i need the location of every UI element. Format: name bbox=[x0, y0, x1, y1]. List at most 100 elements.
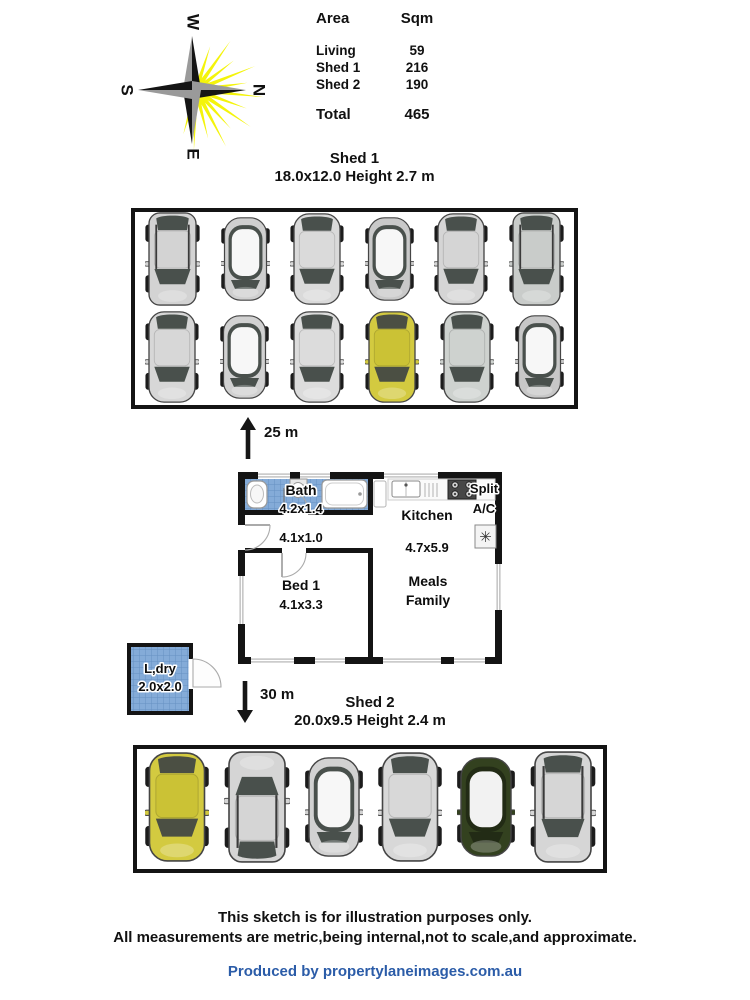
car-slot bbox=[222, 750, 291, 868]
car-slot bbox=[513, 315, 565, 404]
car-top-view bbox=[363, 217, 415, 301]
row-label: Shed 2 bbox=[316, 77, 361, 92]
shed2-name: Shed 2 bbox=[345, 694, 395, 711]
row-label: Shed 1 bbox=[316, 60, 361, 75]
area-row-living: Living 59 bbox=[316, 42, 442, 59]
cupboard-icon bbox=[373, 480, 387, 508]
car-top-view bbox=[513, 315, 565, 399]
meals-label: Meals bbox=[409, 573, 448, 589]
kitchen-label: Kitchen bbox=[401, 507, 452, 523]
row-value: 59 bbox=[409, 43, 425, 58]
area-table: Area Sqm Living 59 Shed 1 216 Shed 2 190… bbox=[316, 10, 442, 123]
split-ac-label-line2: A/C bbox=[473, 501, 496, 516]
car-top-view bbox=[507, 212, 565, 306]
area-row-shed2: Shed 2 190 bbox=[316, 76, 442, 93]
shed1-name: Shed 1 bbox=[329, 150, 380, 167]
car-slot bbox=[303, 756, 364, 862]
car-slot bbox=[289, 213, 346, 310]
hall-dims: 4.1x1.0 bbox=[279, 530, 322, 545]
car-slot bbox=[528, 750, 597, 868]
car-slot bbox=[289, 311, 345, 408]
area-col-header: Area bbox=[316, 10, 350, 27]
total-value: 465 bbox=[404, 106, 430, 123]
car-top-view bbox=[144, 212, 202, 306]
kitchen-fixtures: ✳ bbox=[373, 478, 497, 549]
bath-fixtures bbox=[246, 478, 368, 509]
disclaimer-line2: All measurements are metric,being intern… bbox=[113, 929, 637, 946]
shed2-dimensions: 20.0x9.5 Height 2.4 m bbox=[294, 712, 446, 729]
producer-credit: Produced by propertylaneimages.com.au bbox=[227, 963, 523, 980]
area-row-total: Total 465 bbox=[316, 106, 442, 123]
car-top-view bbox=[289, 213, 346, 305]
windows bbox=[238, 472, 502, 664]
up-arrow-icon bbox=[240, 417, 256, 459]
shed1-title: Shed 1 18.0x12.0 Height 2.7 m bbox=[131, 150, 578, 186]
compass-star-icon bbox=[138, 36, 246, 144]
shed1-dimensions: 18.0x12.0 Height 2.7 m bbox=[274, 168, 435, 185]
bath-dims: 4.2x1.4 bbox=[279, 501, 323, 516]
car-slot bbox=[438, 311, 495, 408]
car-top-view bbox=[144, 311, 201, 403]
split-ac-label-line1: Split bbox=[470, 481, 499, 496]
car-top-view bbox=[289, 311, 345, 403]
total-label: Total bbox=[316, 106, 351, 123]
car-top-view bbox=[222, 750, 291, 863]
shed1-car-row-top bbox=[135, 212, 574, 311]
car-top-view bbox=[528, 750, 597, 863]
car-top-view bbox=[303, 756, 364, 857]
shed1-outline bbox=[131, 208, 578, 409]
compass-letter-top: W bbox=[184, 14, 203, 31]
car-top-view bbox=[376, 751, 443, 862]
kitchen-dims: 4.7x5.9 bbox=[405, 540, 448, 555]
car-top-view bbox=[433, 213, 490, 305]
car-slot bbox=[143, 751, 210, 867]
row-value: 190 bbox=[405, 77, 429, 92]
sqm-col-header: Sqm bbox=[400, 10, 434, 27]
car-slot bbox=[376, 751, 443, 867]
car-slot bbox=[144, 212, 202, 311]
bath-label: Bath bbox=[285, 482, 316, 498]
laundry-dims: 2.0x2.0 bbox=[138, 679, 181, 694]
compass-letter-right: N bbox=[250, 84, 269, 96]
shed2-title: Shed 2 20.0x9.5 Height 2.4 m bbox=[133, 694, 607, 730]
laundry-room: L,dry 2.0x2.0 bbox=[127, 643, 222, 715]
laundry-door bbox=[192, 658, 222, 688]
car-top-view bbox=[364, 311, 420, 403]
car-top-view bbox=[455, 756, 516, 857]
car-top-view bbox=[219, 315, 271, 399]
split-ac-symbol: ✳ bbox=[479, 529, 492, 546]
interior-walls bbox=[245, 479, 373, 657]
area-table-header: Area Sqm bbox=[316, 10, 442, 27]
laundry-door-gap bbox=[188, 659, 194, 689]
car-slot bbox=[219, 217, 271, 306]
car-slot bbox=[507, 212, 565, 311]
car-slot bbox=[144, 311, 201, 408]
compass-letter-bottom: E bbox=[184, 148, 203, 159]
compass-letter-left: S bbox=[118, 84, 137, 95]
living-floorplan: ✳ Bath 4.2x1.4 4.1x1.0 Kitchen 4.7x5.9 B… bbox=[238, 472, 502, 664]
shed2-outline bbox=[133, 745, 607, 873]
row-label: Living bbox=[316, 43, 356, 58]
split-ac-unit-icon bbox=[474, 524, 497, 549]
down-arrow-icon bbox=[237, 681, 253, 723]
car-slot bbox=[363, 217, 415, 306]
shed2-distance-label: 30 m bbox=[260, 686, 295, 703]
car-slot bbox=[455, 756, 516, 862]
car-top-view bbox=[438, 311, 495, 403]
exterior-walls bbox=[238, 472, 502, 664]
bathtub-icon bbox=[321, 479, 368, 509]
row-value: 216 bbox=[405, 60, 429, 75]
laundry-label: L,dry bbox=[144, 661, 177, 676]
family-label: Family bbox=[406, 592, 451, 608]
car-slot bbox=[364, 311, 420, 408]
car-top-view bbox=[219, 217, 271, 301]
shed1-car-row-bottom bbox=[135, 311, 574, 408]
shed1-distance-label: 25 m bbox=[264, 424, 299, 441]
bed1-label: Bed 1 bbox=[282, 577, 320, 593]
disclaimer-line1: This sketch is for illustration purposes… bbox=[218, 909, 532, 926]
compass-rose: W N E S bbox=[118, 14, 269, 160]
car-top-view bbox=[143, 751, 210, 862]
area-row-shed1: Shed 1 216 bbox=[316, 59, 442, 76]
car-slot bbox=[433, 213, 490, 310]
